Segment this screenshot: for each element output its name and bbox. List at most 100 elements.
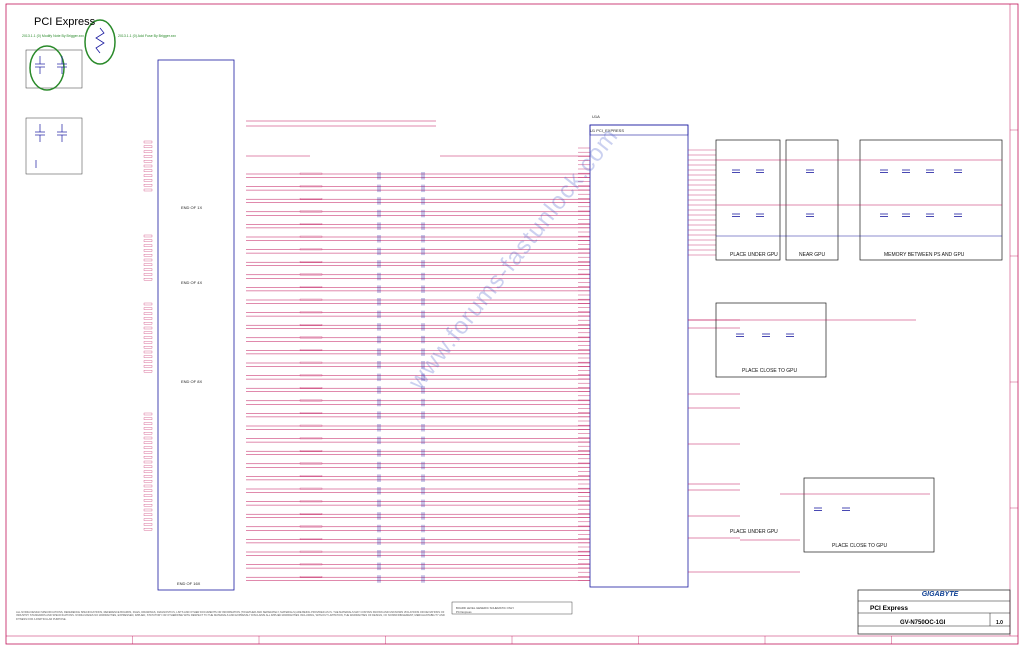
gnd-stub-box: [143, 360, 153, 363]
mid-note-frame: [451, 601, 573, 615]
gnd-stub-box: [143, 307, 153, 310]
gnd-stub-box: [143, 350, 153, 354]
gnd-stub-box: [143, 145, 153, 148]
title-block-title: PCI Express: [870, 605, 908, 612]
trace-label-box: [299, 261, 323, 263]
title-block-frame: [857, 589, 1011, 635]
gnd-stub-box: [143, 258, 153, 262]
title-block-document-number: GV-N750OC-1GI: [900, 620, 946, 626]
trace-label-box: [299, 248, 323, 251]
trace-label-box: [299, 475, 323, 477]
page-title: PCI Express: [34, 16, 96, 28]
trace-label-box: [299, 500, 323, 503]
gnd-stub-box: [143, 179, 153, 182]
ruler-ticks: [132, 129, 1018, 644]
near-gpu-label: NEAR GPU: [799, 252, 826, 258]
gnd-stub-box: [143, 249, 153, 252]
disclaimer-text: ALL NVIDIA DESIGN SPECIFICATIONS, REFERE…: [16, 611, 445, 621]
gnd-stub-box: [143, 244, 153, 247]
trace-label-box: [299, 210, 323, 213]
right-misc-circuits: [688, 319, 930, 573]
gnd-stub-box: [143, 326, 153, 330]
gnd-stub-box: [143, 432, 153, 435]
trace-label-box: [299, 286, 323, 288]
title-block-brand: GIGABYTE: [921, 591, 959, 598]
gnd-stub-box: [143, 322, 153, 325]
gnd-stub-box: [143, 263, 153, 266]
gnd-stub-box: [143, 278, 153, 281]
cap-cluster-low-box: [25, 117, 83, 175]
end-of-8x-label: END OF 8X: [181, 379, 203, 384]
gnd-stub-box: [143, 494, 153, 497]
gnd-stub-box: [143, 254, 153, 257]
gnd-stub-box: [143, 513, 153, 516]
memory-between-box: [859, 139, 1003, 261]
gnd-stub-box: [143, 460, 153, 464]
gnd-stub-box: [143, 346, 153, 349]
gnd-stub-box: [143, 164, 153, 168]
end-of-16x-label: END OF 16X: [177, 581, 201, 586]
gnd-stub-box: [143, 150, 153, 153]
gnd-stub-box: [143, 317, 153, 320]
gnd-stub-box: [143, 355, 153, 358]
gnd-stub-box: [143, 489, 153, 492]
gnd-stub-box: [143, 465, 153, 468]
gnd-stub-box: [143, 451, 153, 454]
gnd-stub-box: [143, 174, 153, 177]
end-of-4x-label: END OF 4X: [181, 280, 203, 285]
trace-label-box: [299, 399, 323, 402]
place-close-mid-label: PLACE CLOSE TO GPU: [742, 368, 798, 374]
trace-label-box: [299, 336, 323, 339]
trace-label-box: [299, 349, 323, 351]
trace-label-box: [299, 172, 323, 175]
fuse-note: 2013.1.1 (0) Add Fuse By Brigger.xxx: [118, 34, 176, 38]
trace-label-box: [299, 185, 323, 188]
edge-connector-block: [157, 59, 235, 591]
place-under-gpu-box-top: [715, 139, 781, 261]
right-decoupling-caps: [716, 159, 1002, 511]
trace-label-box: [299, 487, 323, 490]
gnd-stub-box: [143, 312, 153, 315]
trace-label-box: [299, 361, 323, 364]
gnd-stub-box: [143, 160, 153, 163]
title-block-revision: 1.0: [996, 620, 1003, 626]
gpu-part-ref: U1A: [592, 114, 600, 119]
place-close-mid-box: [715, 302, 827, 378]
trace-label-box: [299, 374, 323, 377]
trace-label-box: [299, 450, 323, 452]
trace-label-box: [299, 538, 323, 540]
trace-label-box: [299, 550, 323, 553]
trace-label-box: [299, 273, 323, 276]
gnd-stub-box: [143, 239, 153, 242]
gnd-stub-box: [143, 273, 153, 276]
trace-label-box: [299, 324, 323, 326]
gnd-stub-box: [143, 523, 153, 526]
place-under-gpu-top-label: PLACE UNDER GPU: [730, 252, 778, 258]
gnd-stub-box: [143, 528, 153, 531]
gnd-stub-box: [143, 480, 153, 483]
gnd-stub-box: [143, 422, 153, 425]
gnd-stub-box: [143, 470, 153, 473]
trace-label-box: [299, 563, 323, 566]
gnd-stub-box: [143, 475, 153, 478]
trace-label-box: [299, 412, 323, 414]
gpu-pcie-block: [589, 124, 689, 588]
trace-label-box: [299, 198, 323, 200]
gnd-stub-box: [143, 331, 153, 334]
edge-connector-pins: [140, 66, 246, 585]
gpu-pins: [578, 147, 740, 581]
gnd-stub-box: [143, 499, 153, 502]
trace-label-box: [299, 437, 323, 440]
near-gpu-box: [785, 139, 839, 261]
left-capacitors: [35, 56, 67, 168]
fuse-highlight-circle: [84, 19, 116, 65]
pcie-lane-traces: [246, 120, 590, 583]
place-under-gpu-bottom-label: PLACE UNDER GPU: [730, 529, 778, 535]
gnd-stub-box: [143, 412, 153, 416]
trace-label-box: [299, 298, 323, 301]
memory-between-label: MEMORY BETWEEN PS AND GPU: [884, 252, 965, 258]
gnd-stub-box: [143, 302, 153, 306]
gnd-stub-box: [143, 370, 153, 373]
gnd-stub-box: [143, 169, 153, 172]
